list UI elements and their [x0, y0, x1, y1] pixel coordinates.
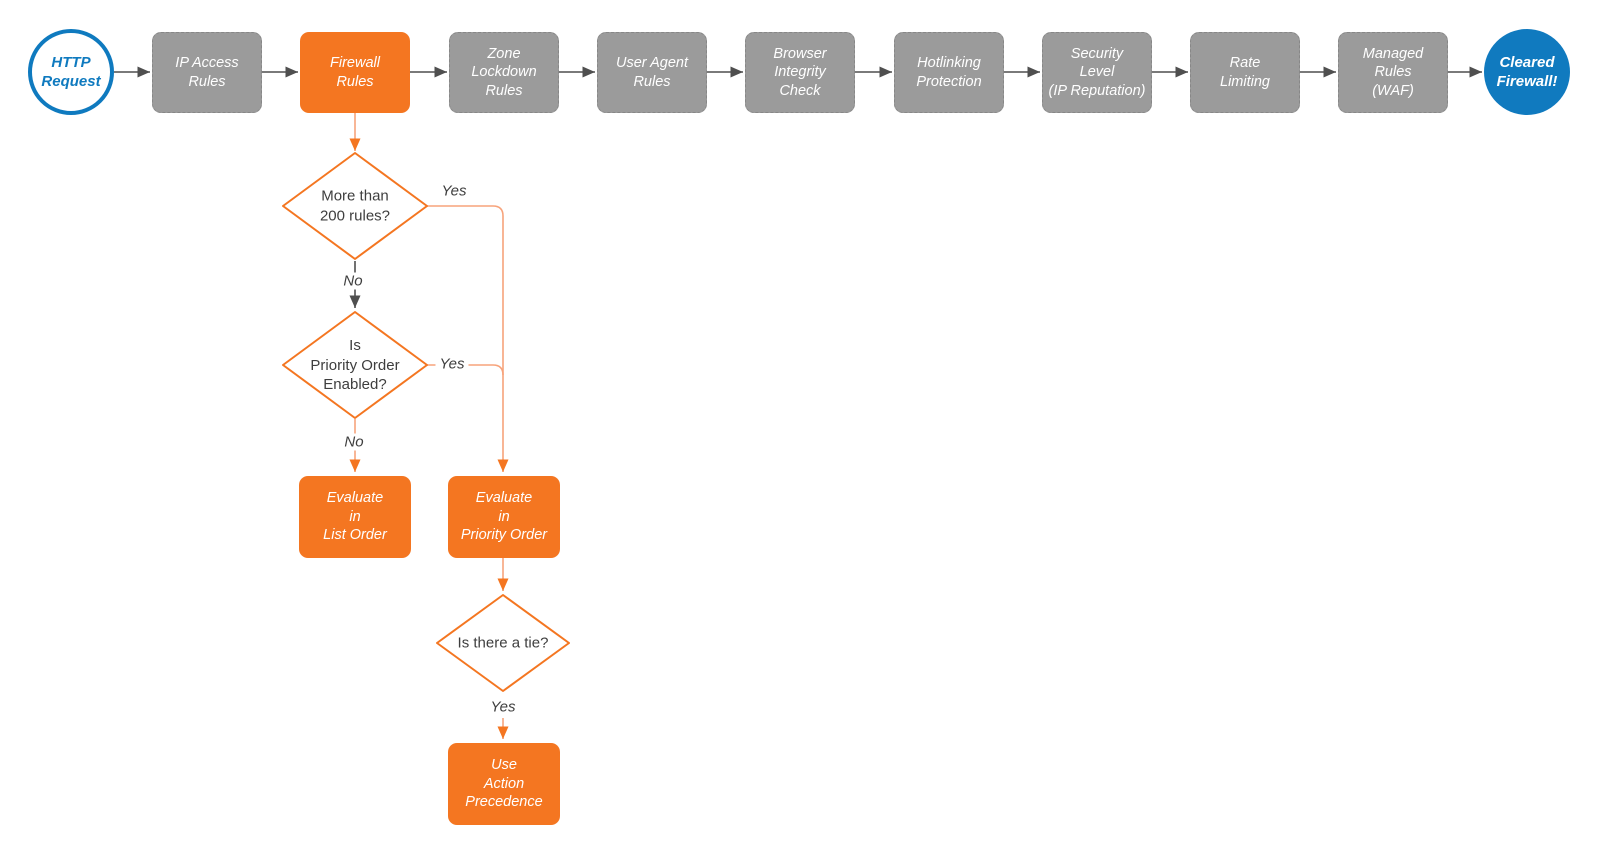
edge-label-d2-no: No: [340, 433, 368, 451]
node-evaluate-in-list-order: Evaluate in List Order: [299, 476, 411, 558]
edge-label-d2-yes: Yes: [435, 355, 469, 373]
decision-diamond-tie: [436, 594, 570, 692]
node-ip-access-rules: IP Access Rules: [152, 32, 262, 113]
edge-label-d3-yes: Yes: [486, 698, 520, 716]
decision-label-priority-order: Is Priority Order Enabled?: [310, 336, 400, 393]
node-rate-limiting: Rate Limiting: [1190, 32, 1300, 113]
edge-label-d1-yes: Yes: [437, 182, 471, 200]
node-hotlinking-protection: Hotlinking Protection: [894, 32, 1004, 113]
node-cleared-firewall: Cleared Firewall!: [1484, 29, 1570, 115]
edge-d1-yes: [427, 205, 509, 472]
node-browser-integrity-check: Browser Integrity Check: [745, 32, 855, 113]
decision-label-tie: Is there a tie?: [457, 634, 549, 652]
node-evaluate-in-priority-order: Evaluate in Priority Order: [448, 476, 560, 558]
decision-label-more-than-200: More than 200 rules?: [319, 187, 391, 225]
node-http-request: HTTP Request: [28, 29, 114, 115]
node-managed-rules-waf: Managed Rules (WAF): [1338, 32, 1448, 113]
edge-d2-yes: [427, 364, 504, 376]
decision-diamond-priority-order: [282, 311, 428, 419]
edge-label-d1-no: No: [339, 272, 367, 290]
decision-diamond-more-than-200: [282, 152, 428, 260]
node-user-agent-rules: User Agent Rules: [597, 32, 707, 113]
node-zone-lockdown-rules: Zone Lockdown Rules: [449, 32, 559, 113]
node-firewall-rules: Firewall Rules: [300, 32, 410, 113]
node-use-action-precedence: Use Action Precedence: [448, 743, 560, 825]
node-security-level: Security Level (IP Reputation): [1042, 32, 1152, 113]
